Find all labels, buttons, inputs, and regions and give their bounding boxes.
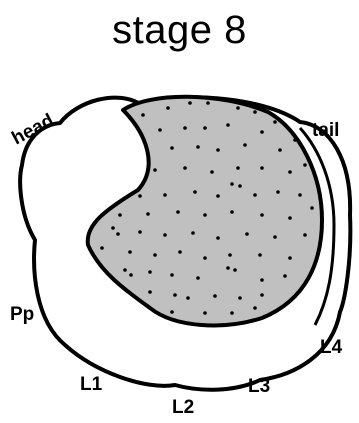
label-pp: Pp (10, 304, 34, 325)
label-tail: tail (312, 120, 339, 141)
label-l3: L3 (248, 376, 270, 397)
label-l2: L2 (172, 397, 194, 418)
label-l4: L4 (320, 337, 343, 358)
label-l1: L1 (80, 374, 103, 395)
